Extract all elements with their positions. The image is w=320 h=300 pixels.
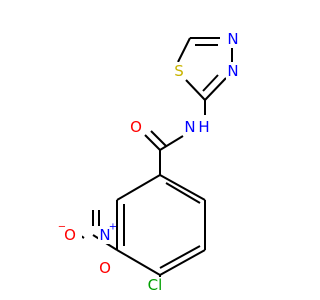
atom-n-ring-1: N	[227, 30, 238, 48]
atom-o-carbonyl: O	[130, 118, 142, 136]
label-bg-n-ring-1	[226, 30, 240, 48]
label-bg-n-ring-2	[226, 62, 240, 80]
bonds	[71, 37, 233, 285]
bond-thd-s-c5	[177, 37, 191, 63]
label-bg-n-amide	[183, 118, 213, 136]
atom-o-nitro-bottom: O	[99, 259, 111, 277]
atom-o-nitro-top: O	[64, 226, 76, 244]
atom-cl: Cl	[148, 276, 163, 294]
atom-n-nitro: N	[99, 226, 110, 244]
bond-c-n-amide	[159, 135, 184, 151]
atom-n-amide: N	[184, 118, 195, 136]
atom-o-nitro-charge: −	[58, 222, 66, 233]
bond-ring-c4-c5	[116, 249, 161, 276]
label-bg-o-nitro-left	[62, 226, 82, 244]
label-bg-n-nitro	[98, 226, 116, 244]
atom-h-amide: H	[198, 118, 209, 136]
atom-n-ring-2: N	[227, 62, 238, 80]
bond-ring-c3-c4	[159, 249, 206, 276]
label-bg-o-carbonyl	[128, 118, 142, 136]
bond-ring-c1-c2	[159, 174, 206, 201]
bond-thd-n3-c2	[204, 77, 227, 101]
structure-svg: N N S O N H N + O − O Cl	[58, 30, 240, 295]
atom-s-ring: S	[174, 62, 184, 80]
bond-thd-n3-c2-inner	[202, 74, 219, 92]
bond-thd-c2-s	[185, 79, 206, 101]
bond-c-o-double-1	[144, 134, 161, 151]
label-bg-s	[172, 62, 186, 80]
bond-c-o-double-2	[150, 130, 167, 147]
atom-n-nitro-charge: +	[109, 222, 117, 233]
bond-ring-c3-c4-inner	[159, 245, 201, 269]
bond-ring-c1-c2-inner	[165, 182, 201, 204]
molecule-diagram: N N S O N H N + O − O Cl	[57, 30, 240, 295]
bond-ring-c6-c1	[116, 174, 161, 201]
label-bg-o-nitro-bottom	[97, 259, 113, 277]
atom-labels: N N S O N H N + O − O Cl	[58, 30, 240, 295]
label-bg-cl	[142, 277, 168, 295]
